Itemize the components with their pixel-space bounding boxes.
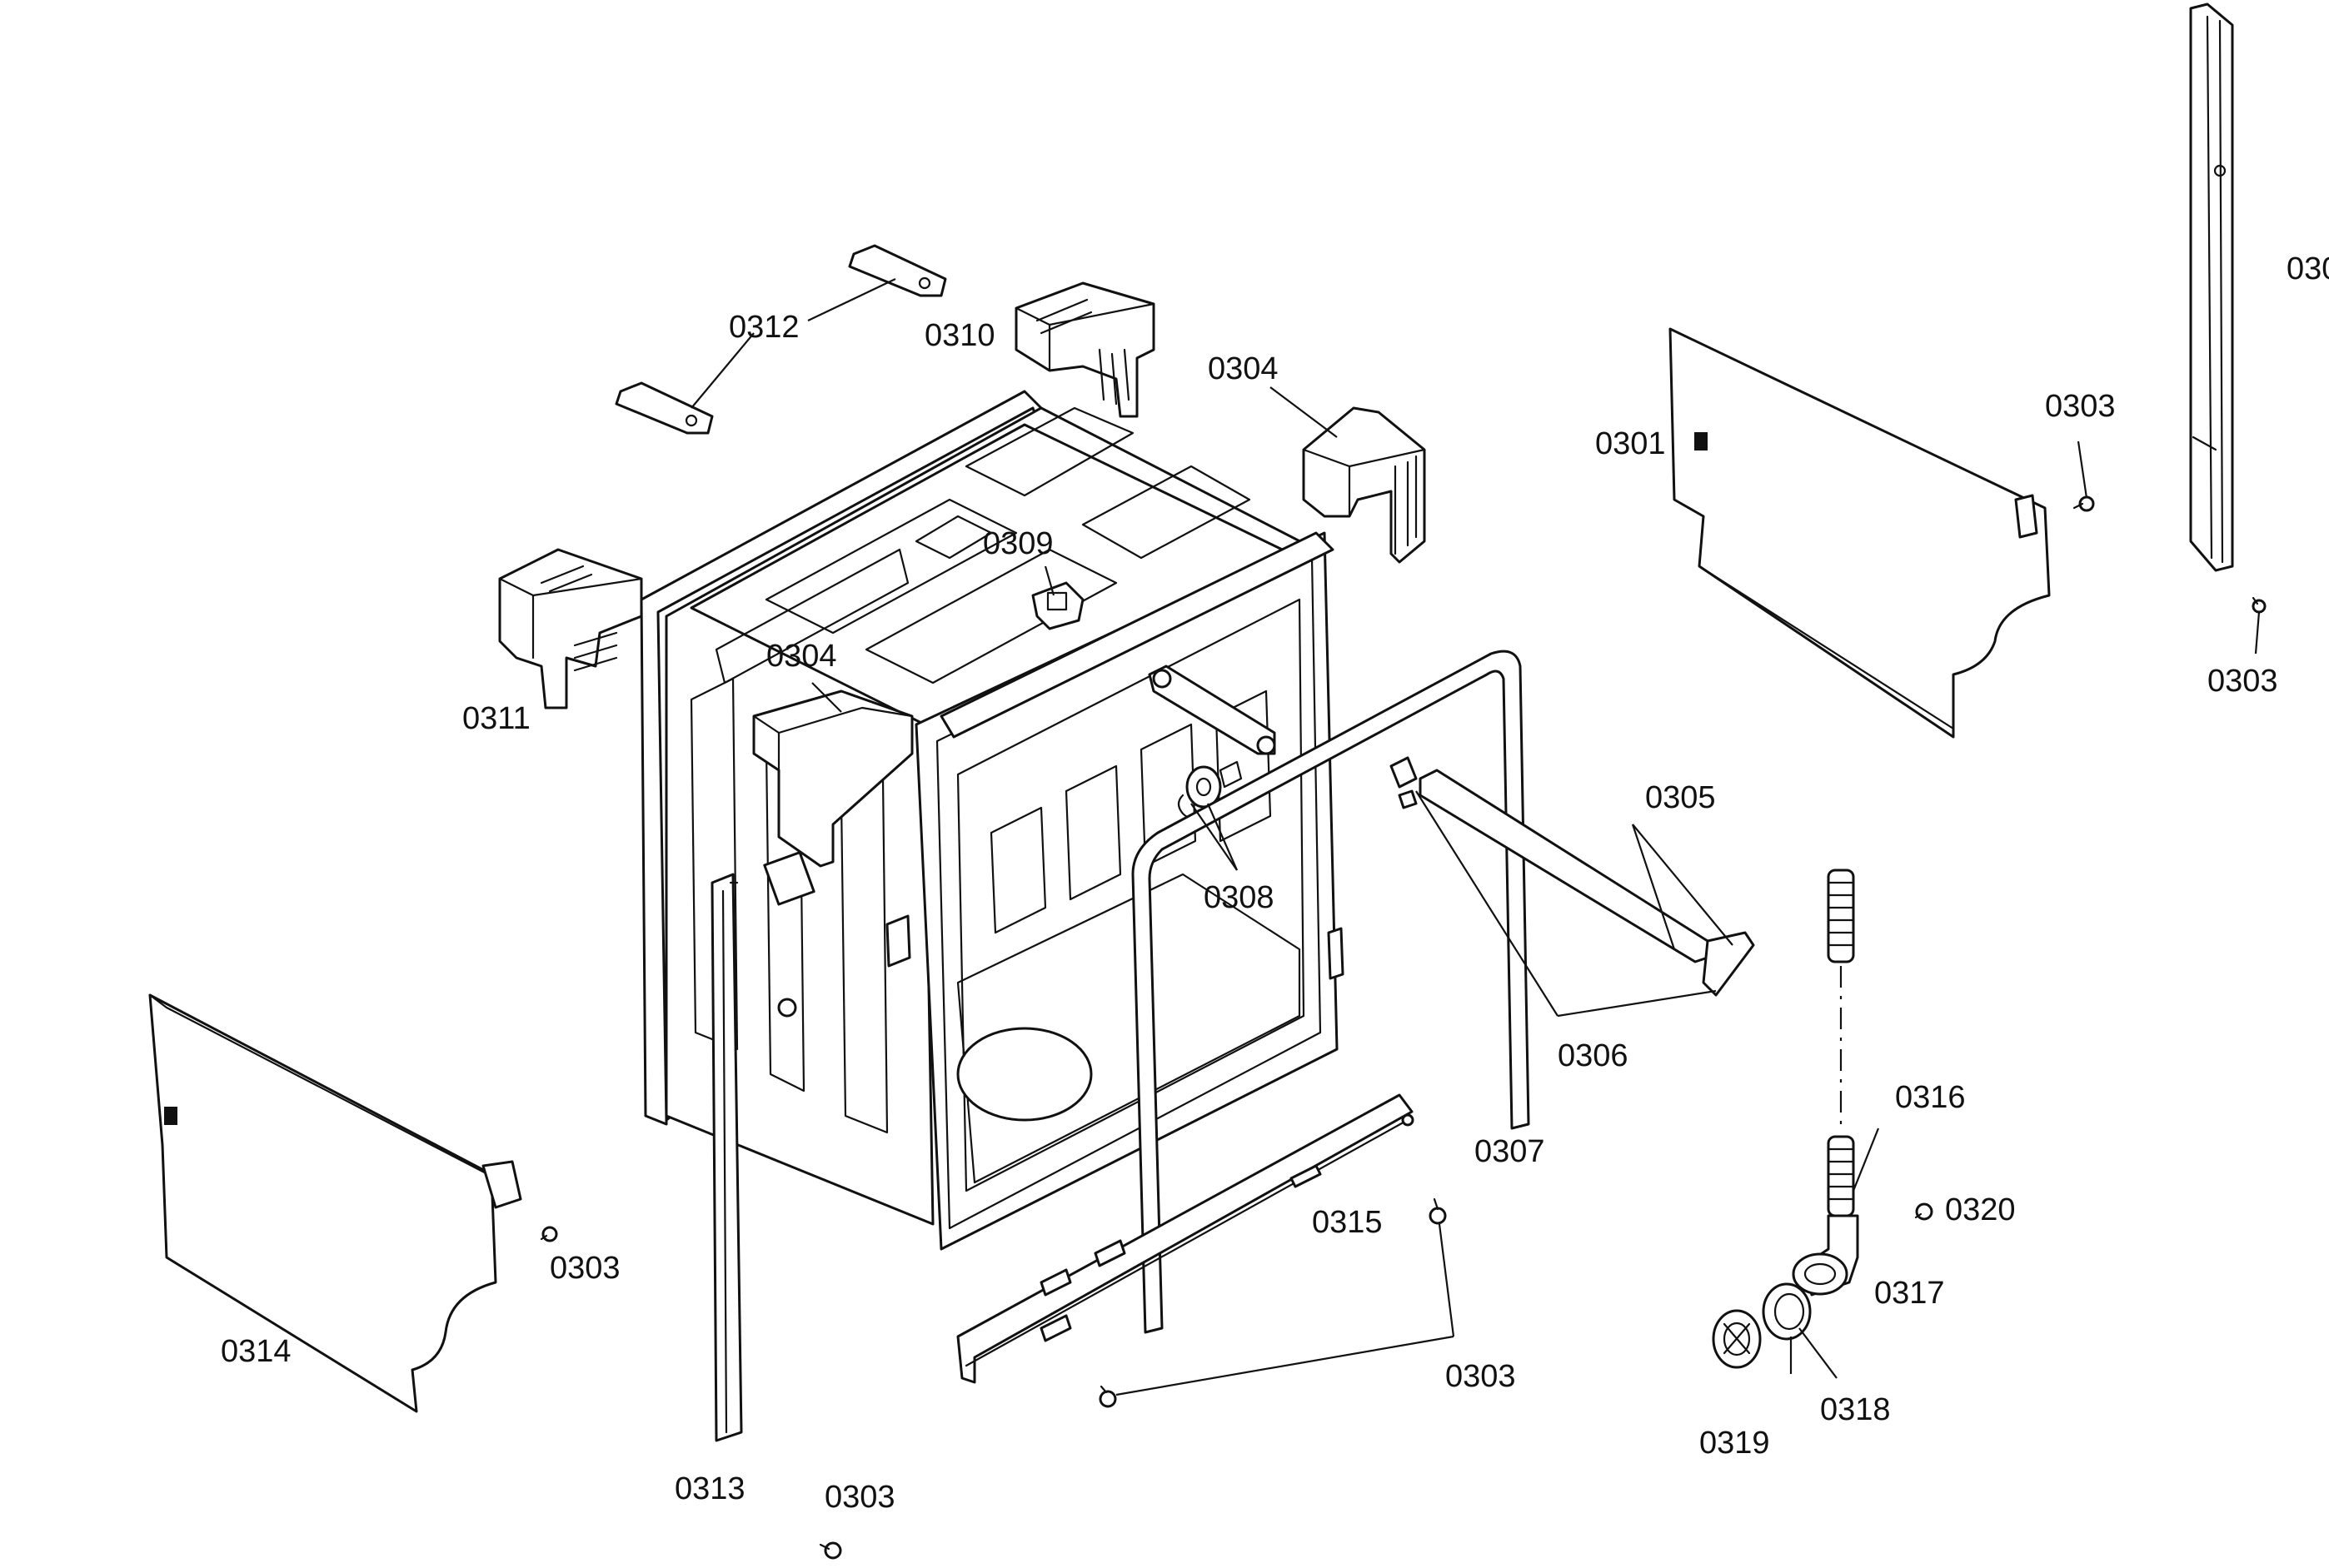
screw-0303-kick-left — [1099, 1385, 1117, 1408]
leader-lines — [691, 278, 2261, 1396]
part-0301-side-panel — [1668, 327, 2051, 739]
part-0315-kick-plate — [956, 1093, 1414, 1384]
label-0303-bottom: 0303 — [825, 1480, 895, 1515]
label-0301: 0301 — [1595, 426, 1666, 461]
part-0310-bracket — [1015, 281, 1155, 418]
label-0317: 0317 — [1874, 1276, 1945, 1311]
label-0305: 0305 — [1645, 780, 1716, 815]
part-0307-door-gasket — [1131, 650, 1530, 1334]
label-0315: 0315 — [1312, 1205, 1383, 1240]
part-0312-clips — [615, 244, 947, 435]
label-0303-kick: 0303 — [1445, 1359, 1516, 1394]
label-0311: 0311 — [462, 701, 531, 736]
label-0319: 0319 — [1699, 1426, 1770, 1461]
label-0303-right-panel: 0303 — [2045, 389, 2116, 424]
part-0317-elbow — [1792, 1214, 1859, 1297]
part-0314-side-panel — [148, 993, 522, 1413]
label-0303-top-right: 0303 — [2207, 664, 2278, 699]
screw-0303-bottom — [819, 1541, 842, 1560]
label-0304-left: 0304 — [766, 639, 837, 674]
label-0318: 0318 — [1820, 1392, 1891, 1427]
screws-0303-0320 — [540, 495, 2267, 1560]
part-0319-cap — [1712, 1309, 1762, 1369]
label-0314: 0314 — [221, 1334, 292, 1369]
part-0316-drain-hose — [1827, 869, 1855, 1217]
part-0313-side-strip — [711, 873, 743, 1442]
part-0302-vertical-strip — [2189, 2, 2234, 572]
label-0316: 0316 — [1895, 1080, 1966, 1115]
part-0311-bracket — [498, 548, 643, 709]
screw-0320 — [1914, 1202, 1933, 1221]
screw-0303-kick-right — [1429, 1197, 1447, 1225]
part-0304-right-bracket — [1302, 406, 1426, 564]
label-0310: 0310 — [925, 318, 995, 353]
part-labels: 0302 0303 0301 0303 0312 0310 0304 0309 … — [221, 251, 2329, 1515]
label-0313: 0313 — [675, 1471, 746, 1506]
label-0308: 0308 — [1204, 880, 1274, 915]
label-0303-left-panel: 0303 — [550, 1251, 621, 1286]
part-0305-door-rail — [1389, 756, 1755, 997]
label-0306: 0306 — [1558, 1038, 1628, 1073]
label-0309: 0309 — [983, 526, 1054, 561]
label-0304-right: 0304 — [1208, 351, 1279, 386]
label-0302: 0302 — [2287, 251, 2329, 286]
dishwasher-tub — [640, 390, 1344, 1251]
screw-0303-right-panel — [2072, 495, 2095, 512]
screw-0303-left-panel — [540, 1226, 558, 1242]
part-0304-left-bracket — [752, 689, 914, 868]
part-0318-ring — [1762, 1282, 1812, 1341]
label-0320: 0320 — [1945, 1192, 2016, 1227]
part-0308-hinge-parts — [1148, 665, 1276, 819]
label-0312: 0312 — [729, 310, 800, 345]
part-0309-bracket — [1031, 581, 1085, 630]
label-0307: 0307 — [1474, 1134, 1545, 1169]
screw-0303-top-right — [2252, 596, 2267, 614]
